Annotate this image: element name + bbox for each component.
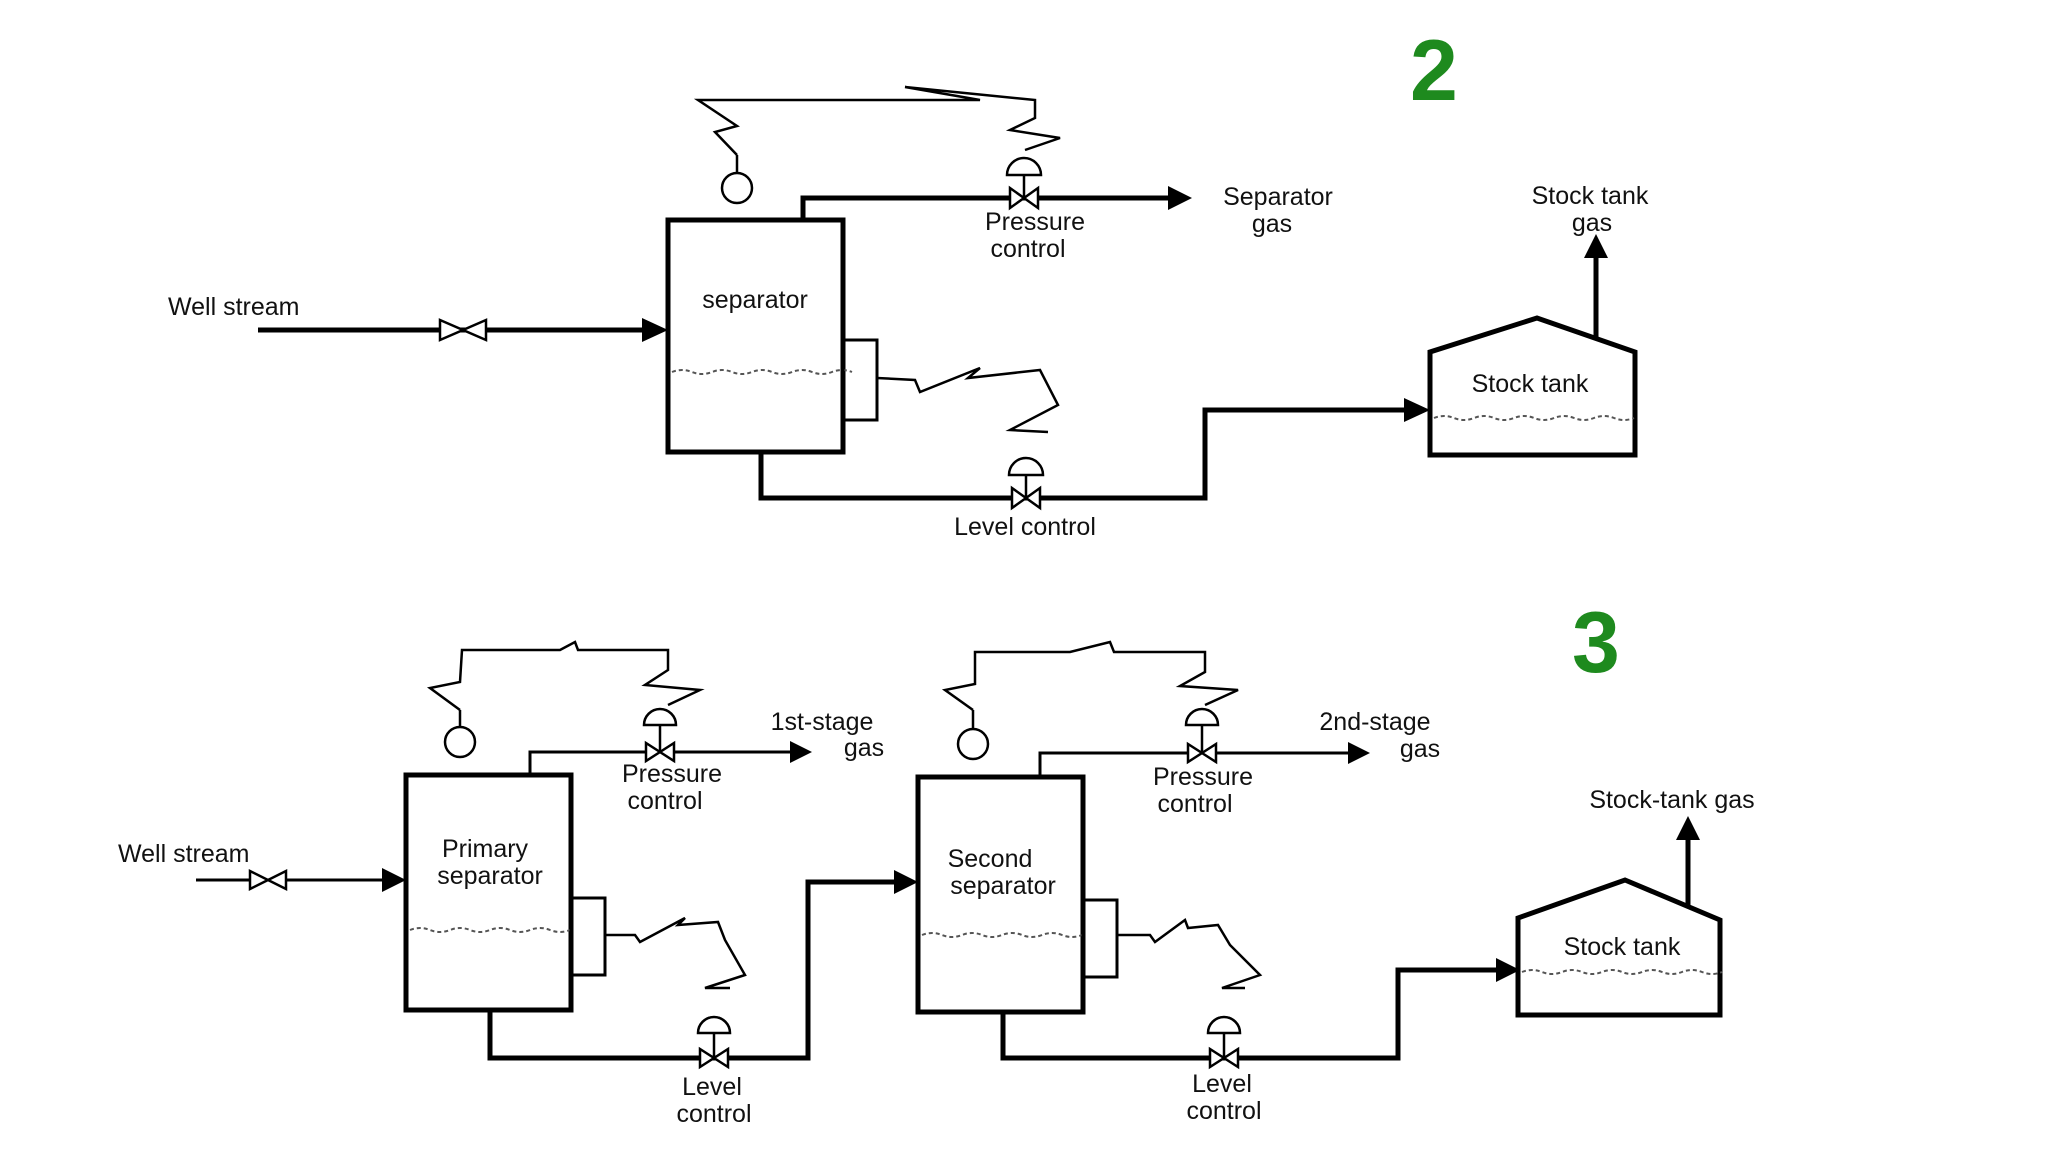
second-level-signal-line bbox=[1117, 918, 1263, 990]
pressure-control-2-label-2: control bbox=[1157, 790, 1232, 818]
pressure-valve-left bbox=[1008, 185, 1027, 211]
primary-liquid-line bbox=[487, 879, 898, 1061]
second-stage-gas-label-1: 2nd-stage bbox=[1319, 708, 1430, 736]
stock-tank-gas-label-2: gas bbox=[1572, 209, 1612, 237]
level-control-label: Level control bbox=[954, 513, 1096, 541]
liquid-outlet-arrow-icon bbox=[1404, 398, 1430, 422]
primary-separator-label-1: Primary bbox=[442, 835, 529, 863]
stock-tank-gas-label-1: Stock tank bbox=[1532, 182, 1649, 210]
well-stream-label: Well stream bbox=[168, 293, 300, 321]
primary-level-signal-line bbox=[605, 916, 747, 990]
pressure-control-1-label-2: control bbox=[627, 787, 702, 815]
stock-tank-3-label: Stock tank bbox=[1564, 933, 1681, 961]
pressure-actuator-icon bbox=[1005, 156, 1043, 177]
pressure-sensor-icon bbox=[720, 171, 754, 205]
second-level-valve-right bbox=[1221, 1046, 1240, 1070]
stock-tank-label: Stock tank bbox=[1472, 370, 1589, 398]
stock-tank-liquid-level bbox=[1433, 415, 1635, 421]
pressure-control-label-1: Pressure bbox=[985, 208, 1085, 236]
level-valve-left bbox=[1010, 485, 1029, 511]
second-level-valve-left bbox=[1208, 1046, 1227, 1070]
inlet-arrow-icon-3 bbox=[382, 868, 406, 892]
diagram-3-number: 3 bbox=[1572, 595, 1620, 691]
level-control-2-label-2: control bbox=[1186, 1097, 1261, 1125]
primary-pressure-valve-left bbox=[644, 740, 663, 764]
separator-gas-label-1: Separator bbox=[1223, 183, 1333, 211]
liquid-outlet-line bbox=[758, 407, 1408, 501]
inlet-valve-right-3 bbox=[265, 868, 288, 892]
second-stage-gas-line bbox=[1038, 751, 1352, 777]
stock-tank-3-vessel bbox=[1515, 877, 1723, 1018]
level-control-1-label-2: control bbox=[676, 1100, 751, 1128]
primary-pressure-signal-line bbox=[426, 640, 705, 712]
level-control-2-label-1: Level bbox=[1192, 1070, 1252, 1098]
primary-separator-liquid-level bbox=[409, 927, 571, 933]
level-actuator-icon bbox=[1007, 456, 1045, 477]
pressure-control-1-label-1: Pressure bbox=[622, 760, 722, 788]
second-separator-label-1: Second bbox=[948, 845, 1033, 873]
first-stage-gas-line bbox=[528, 750, 795, 775]
pressure-control-label-2: control bbox=[990, 235, 1065, 263]
stock-tank-3-gas-label: Stock-tank gas bbox=[1589, 786, 1754, 814]
primary-level-valve-left bbox=[698, 1046, 717, 1070]
stock-tank-3-liquid-level bbox=[1521, 969, 1723, 975]
diagram-2-number: 2 bbox=[1410, 23, 1458, 119]
second-pressure-sensor-icon bbox=[956, 727, 990, 761]
separator-label: separator bbox=[702, 286, 808, 314]
inlet-valve-right bbox=[459, 318, 488, 342]
well-stream-label-3: Well stream bbox=[118, 840, 250, 868]
primary-level-valve-right bbox=[711, 1046, 730, 1070]
diagram-3: 3 Well stream Primary separator Pressure… bbox=[118, 595, 1755, 1128]
separator-vessel bbox=[665, 217, 846, 455]
level-controller-box bbox=[841, 338, 879, 422]
first-stage-gas-label-2: gas bbox=[844, 734, 884, 762]
second-level-actuator-icon bbox=[1206, 1015, 1242, 1035]
second-pressure-signal-line bbox=[941, 640, 1239, 712]
primary-separator-label-2: separator bbox=[437, 862, 543, 890]
separator-liquid-level bbox=[671, 369, 853, 375]
second-level-controller-box bbox=[1081, 898, 1119, 979]
primary-level-controller-box bbox=[569, 896, 607, 977]
second-separator-label-2: separator bbox=[950, 872, 1056, 900]
second-pressure-actuator-icon bbox=[1184, 707, 1220, 727]
primary-pressure-actuator-icon bbox=[642, 707, 678, 727]
level-signal-line bbox=[876, 366, 1060, 434]
pressure-control-2-label-1: Pressure bbox=[1153, 763, 1253, 791]
diagram-2: 2 Well stream separator Pressure control… bbox=[168, 23, 1649, 541]
second-stage-gas-arrow-icon bbox=[1348, 742, 1370, 764]
second-liquid-arrow-icon bbox=[1496, 958, 1520, 982]
level-control-1-label-1: Level bbox=[682, 1073, 742, 1101]
inlet-arrow-icon bbox=[642, 318, 668, 342]
primary-level-actuator-icon bbox=[696, 1015, 732, 1035]
stock-tank-3-gas-arrow-icon bbox=[1676, 816, 1700, 840]
separator-gas-label-2: gas bbox=[1252, 210, 1292, 238]
pressure-valve-right bbox=[1021, 185, 1040, 211]
primary-pressure-valve-right bbox=[657, 740, 676, 764]
gas-outlet-line bbox=[800, 195, 1175, 220]
primary-pressure-sensor-icon bbox=[443, 725, 477, 759]
second-pressure-valve-left bbox=[1186, 741, 1205, 765]
level-valve-right bbox=[1023, 485, 1042, 511]
second-pressure-valve-right bbox=[1199, 741, 1218, 765]
inlet-valve-left-3 bbox=[248, 868, 271, 892]
inlet-valve-left bbox=[438, 318, 467, 342]
second-stage-gas-label-2: gas bbox=[1400, 735, 1440, 763]
second-separator-liquid-level bbox=[921, 932, 1083, 938]
stock-tank-vessel bbox=[1427, 315, 1638, 458]
primary-separator-vessel bbox=[403, 772, 574, 1013]
gas-outlet-arrow-icon bbox=[1168, 186, 1192, 210]
primary-liquid-arrow-icon bbox=[894, 870, 918, 894]
stock-tank-gas-arrow-icon bbox=[1584, 234, 1608, 258]
first-stage-gas-label-1: 1st-stage bbox=[771, 708, 874, 736]
pressure-signal-line bbox=[693, 85, 1061, 156]
second-liquid-line bbox=[1000, 967, 1500, 1061]
first-stage-gas-arrow-icon bbox=[790, 741, 812, 763]
